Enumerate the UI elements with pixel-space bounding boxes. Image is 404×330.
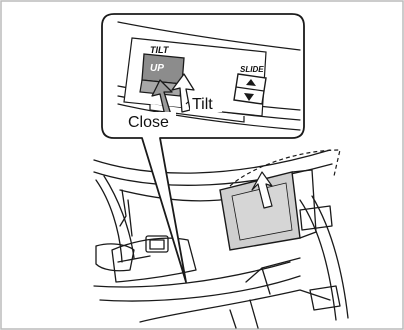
car-interior-illustration	[94, 150, 348, 328]
slide-button[interactable]	[234, 74, 266, 104]
close-arrow-label: Close	[128, 114, 169, 131]
tilt-header-label: TILT	[150, 45, 170, 55]
slide-header-label: SLIDE	[240, 65, 264, 74]
tilt-arrow-label: Tilt	[192, 96, 213, 113]
up-button-label: UP	[150, 63, 164, 74]
